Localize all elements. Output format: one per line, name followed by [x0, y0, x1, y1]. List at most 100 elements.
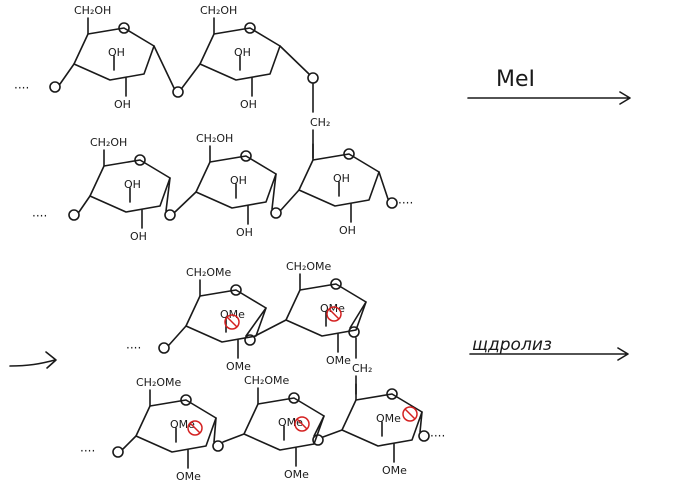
bond [122, 435, 137, 450]
highlight-circle [224, 314, 240, 330]
highlight-circle [294, 416, 310, 432]
bond [322, 429, 343, 438]
c3-label: OH [230, 174, 247, 187]
c3-label: OH [333, 172, 350, 185]
glycosidic-oxygen [312, 434, 324, 446]
glycosidic-oxygen [386, 197, 398, 209]
glycosidic-links: ····CH₂············CH₂········ [14, 45, 445, 458]
c2-label: OMe [284, 468, 309, 481]
glycosidic-oxygen [49, 81, 61, 93]
bond [280, 189, 300, 211]
glycosidic-oxygen [164, 209, 176, 221]
highlight-slash [328, 308, 340, 320]
reaction-arrow-1 [467, 91, 631, 105]
c2-label: OH [114, 98, 131, 111]
ring-oxygen [230, 284, 242, 296]
bond [271, 173, 277, 210]
ring-oxygen [288, 392, 300, 404]
bond [165, 177, 171, 212]
glycosidic-oxygen [348, 326, 360, 338]
chain-end-row2: ···· [398, 196, 413, 210]
c2-label: OMe [382, 464, 407, 477]
bond [279, 45, 310, 75]
ring-oxygen [118, 22, 130, 34]
bond [419, 411, 423, 433]
ring-oxygen [386, 388, 398, 400]
highlight-slash [189, 422, 201, 434]
highlight-circle [402, 406, 418, 422]
c2-label: OH [236, 226, 253, 239]
bond [222, 433, 245, 443]
pyranose-ring: CH₂OH OH OH [73, 4, 155, 111]
ring-oxygen [240, 150, 252, 162]
glycosidic-oxygen [307, 72, 319, 84]
c6-label: CH₂OMe [244, 374, 290, 387]
chain-start-row3: ···· [126, 341, 141, 355]
chain-start-row4: ···· [80, 444, 95, 458]
bond [174, 191, 197, 213]
c2-label: OH [339, 224, 356, 237]
glycosidic-oxygen [244, 334, 256, 346]
bond [78, 195, 91, 213]
c2-label: OMe [226, 360, 251, 373]
pyranose-ring: OH OH [298, 143, 380, 237]
hydrolysis-step: щдролиз [469, 335, 629, 361]
c3-label: OMe [320, 302, 345, 315]
chain-start-row2: ···· [32, 209, 47, 223]
reagent-mei: MeI [496, 67, 535, 92]
glycosidic-oxygen [212, 440, 224, 452]
c3-label: OMe [170, 418, 195, 431]
glycosidic-oxygen [418, 430, 430, 442]
bond [254, 319, 287, 337]
chain-start-top: ···· [14, 81, 29, 95]
c6-label: CH₂OMe [186, 266, 232, 279]
c2-label: OH [130, 230, 147, 243]
transition-arrow [9, 351, 57, 369]
c6-label: CH₂OMe [136, 376, 182, 389]
ring-oxygen [330, 278, 342, 290]
c3-label: OH [124, 178, 141, 191]
c6-label: CH₂OH [200, 4, 237, 17]
ring-oxygen [134, 154, 146, 166]
c2-label: OMe [326, 354, 351, 367]
ring-oxygen [244, 22, 256, 34]
c2-label: OH [240, 98, 257, 111]
highlight-cleavage [224, 314, 240, 330]
bond [168, 325, 187, 346]
reaction-arrow-2 [469, 347, 629, 361]
highlight-slash [226, 316, 238, 328]
pyranose-ring: CH₂OH OH OH [89, 136, 171, 243]
c6-label: CH₂OH [90, 136, 127, 149]
ring-oxygen [343, 148, 355, 160]
pyranose-ring: CH₂OH OH OH [195, 132, 277, 239]
c6-label: CH₂OH [74, 4, 111, 17]
glycosidic-oxygen [112, 446, 124, 458]
reagent-hydrolysis: щдролиз [472, 335, 552, 355]
ring-oxygen [180, 394, 192, 406]
c3-label: OH [234, 46, 251, 59]
pyranose-ring: CH₂OH OH OH [199, 4, 281, 111]
c6-label: CH₂OH [196, 132, 233, 145]
chain-end-row4: ···· [430, 429, 445, 443]
c3-label: OH [108, 46, 125, 59]
c6-label: CH₂OMe [286, 260, 332, 273]
glycosidic-oxygen [172, 86, 184, 98]
branch-ch2-label: CH₂ [352, 362, 372, 375]
bond [59, 63, 75, 85]
sugar-rings: CH₂OHOHOHCH₂OHOHOHCH₂OHOHOHCH₂OHOHOHOHOH… [73, 4, 423, 483]
highlight-slash [296, 418, 308, 430]
c3-label: OMe [376, 412, 401, 425]
highlight-slash [404, 408, 416, 420]
bond [181, 63, 201, 89]
bond [313, 415, 325, 437]
bond [153, 45, 175, 89]
bond [349, 301, 367, 329]
bond [213, 417, 217, 443]
highlight-circle [187, 420, 203, 436]
highlight-circle [326, 306, 342, 322]
